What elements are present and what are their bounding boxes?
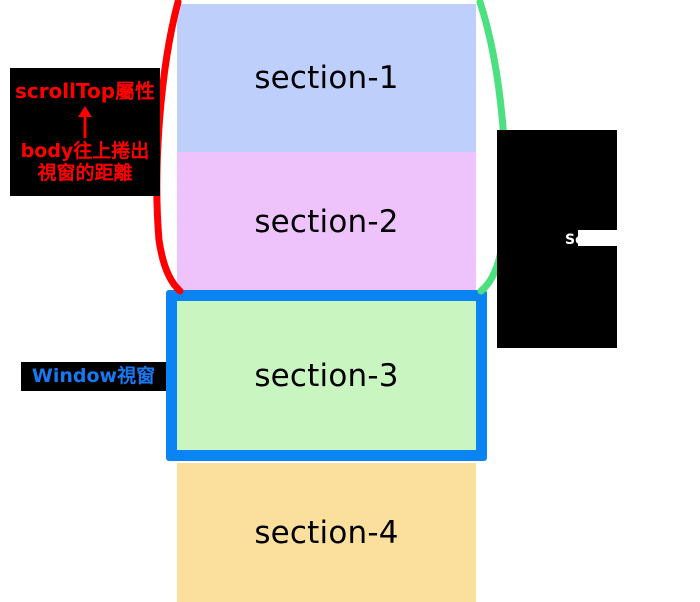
up-arrow-icon	[78, 106, 92, 139]
window-callout-label: Window視窗	[31, 364, 156, 387]
window-viewport-frame	[166, 290, 487, 461]
scrolltop-desc-line2: 視窗的距離	[37, 161, 133, 184]
scroll-label-redaction-bar	[578, 230, 658, 246]
section-block-3: section-3	[177, 301, 476, 451]
scrolltop-title: scrollTop屬性	[14, 79, 156, 104]
section-label-3: section-3	[254, 358, 399, 394]
section-label-1: section-1	[254, 60, 399, 96]
scrolltop-callout: scrollTop屬性 body往上捲出 視窗的距離	[10, 68, 160, 196]
scrolltop-desc-line1: body往上捲出	[20, 140, 150, 163]
section-label-2: section-2	[254, 203, 399, 240]
section-block-1: section-1	[177, 4, 476, 152]
window-callout: Window視窗	[21, 362, 166, 391]
section-block-4: section-4	[177, 463, 476, 602]
section-label-4: section-4	[254, 514, 399, 551]
section-block-2: section-2	[177, 152, 476, 291]
